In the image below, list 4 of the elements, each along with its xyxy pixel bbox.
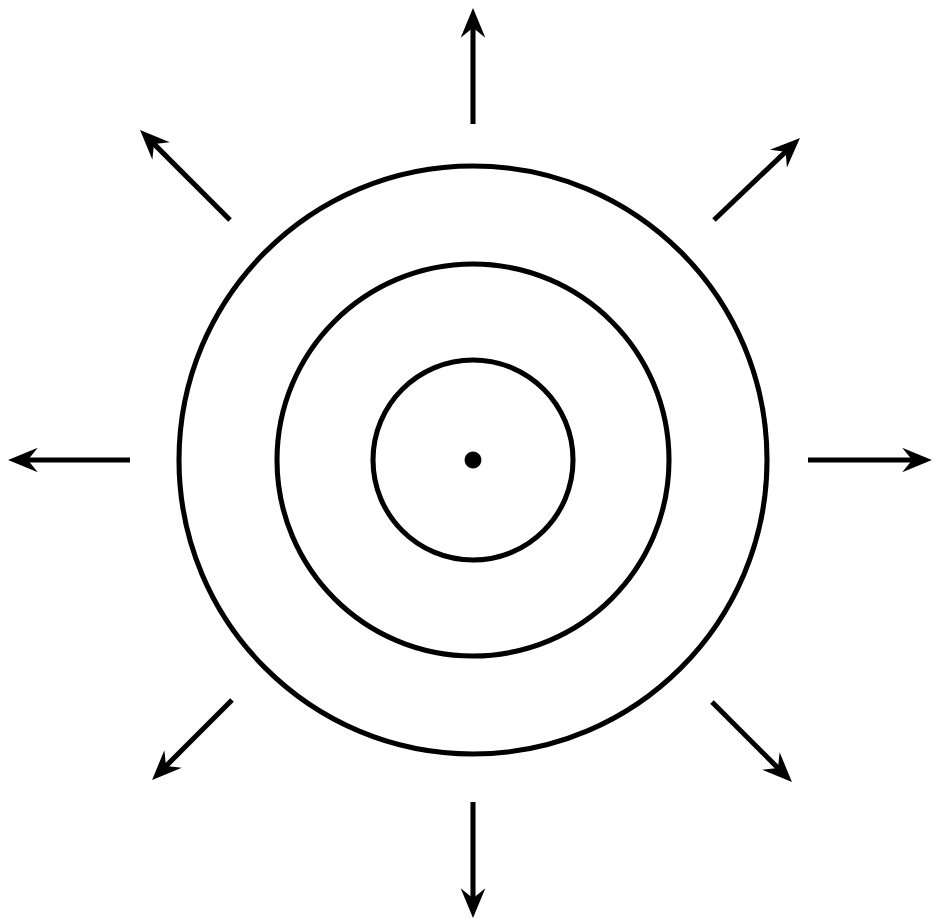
center-dot xyxy=(464,451,482,469)
inner-circle xyxy=(370,357,576,563)
middle-circle xyxy=(274,261,672,659)
outer-circle xyxy=(176,163,770,757)
